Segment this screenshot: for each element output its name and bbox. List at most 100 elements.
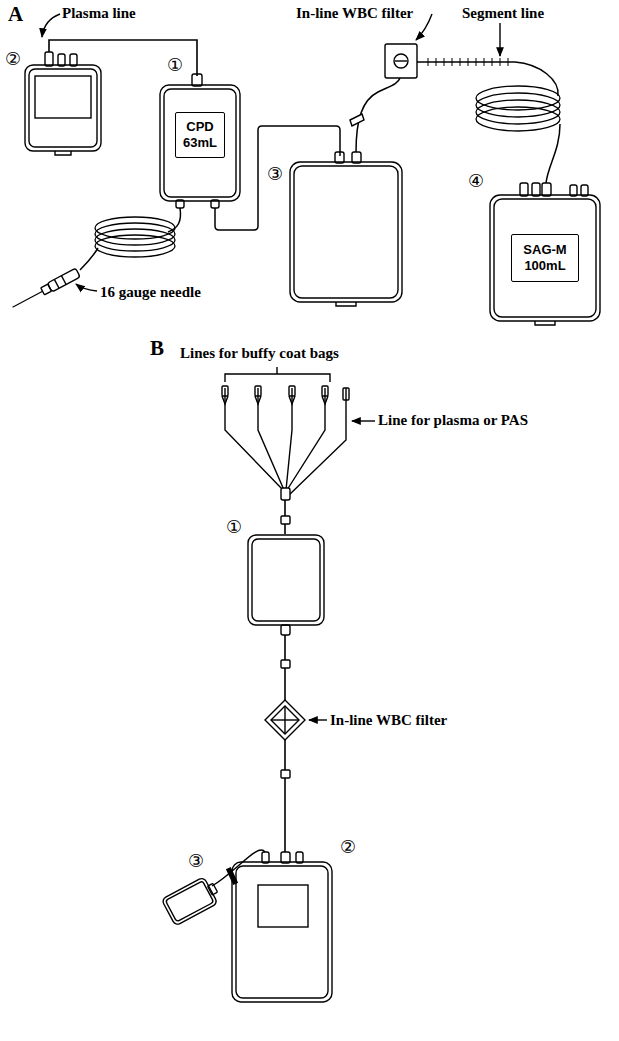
segment-tick — [444, 58, 445, 66]
filter-tube — [284, 740, 286, 852]
plasma-bag — [35, 76, 91, 118]
callout-number: ④ — [468, 170, 484, 192]
donor-tube — [80, 248, 98, 270]
plasma-bag — [58, 54, 65, 66]
part-label: Segment line — [462, 4, 544, 22]
additive-bag — [581, 185, 588, 196]
segment-tube — [546, 124, 560, 183]
sample-pouch — [208, 883, 218, 895]
segment-tick — [492, 58, 493, 66]
coil-loop — [476, 107, 560, 131]
callout-number: ① — [167, 54, 183, 76]
buffy-coat-lines — [258, 388, 284, 490]
plasma-bag — [55, 151, 71, 155]
needle — [61, 276, 66, 285]
plasma-tube — [49, 40, 197, 76]
buffy-coat-lines — [222, 386, 349, 534]
clamp — [350, 114, 364, 126]
additive-bag — [570, 185, 577, 196]
wbc-filter — [385, 44, 417, 78]
segment-tick — [476, 58, 477, 66]
buffy-coat-lines — [281, 488, 290, 500]
wbc-filter — [395, 60, 407, 61]
collection-bag — [160, 85, 240, 201]
storage-bag — [281, 852, 290, 863]
segment-tick — [500, 58, 501, 66]
plasma-bag — [45, 52, 53, 66]
transfer-tube — [215, 126, 340, 230]
wbc-filter — [265, 700, 305, 740]
buffy-coat-lines — [222, 386, 228, 396]
sample-pouch — [161, 874, 222, 925]
needle — [54, 279, 59, 288]
pooling-bag — [252, 539, 320, 621]
transfer-bag — [352, 152, 361, 163]
buffy-coat-lines — [222, 396, 328, 404]
buffy-coat-lines — [343, 388, 349, 400]
wbc-filter — [284, 706, 285, 734]
panel-letter: B — [150, 336, 164, 360]
part-label: 16 gauge needle — [100, 283, 201, 301]
buffy-coat-lines — [289, 388, 346, 495]
part-label: Plasma line — [62, 4, 136, 22]
pooling-bag — [281, 625, 290, 635]
clamp — [281, 770, 290, 778]
segment-tick — [484, 58, 485, 66]
additive-bag — [542, 183, 551, 196]
bag-label-box: CPD 63mL — [175, 112, 225, 158]
collection-bag — [164, 89, 236, 197]
callout-number: ③ — [267, 163, 283, 185]
segment-tick — [508, 58, 509, 66]
collection-bag — [160, 74, 240, 208]
segment-tick — [428, 58, 429, 66]
coil-loop — [95, 229, 175, 251]
part-label: In-line WBC filter — [330, 711, 447, 729]
bag-label-box: SAG-M 100mL — [511, 234, 579, 282]
plasma-bag — [70, 54, 77, 66]
panel-letter: A — [8, 2, 23, 26]
segment-tick — [452, 58, 453, 66]
wbc-filter — [394, 54, 408, 68]
additive-bag — [494, 199, 596, 317]
sample-pouch — [161, 877, 217, 926]
plasma-bag — [25, 52, 101, 155]
needle — [41, 284, 52, 295]
part-label: Lines for buffy coat bags — [180, 344, 339, 362]
storage-bag — [296, 852, 303, 863]
buffy-coat-lines — [255, 386, 261, 396]
storage-bag — [232, 862, 332, 1002]
tube-coil — [476, 86, 560, 131]
additive-bag — [535, 321, 555, 325]
tube-coil — [95, 217, 175, 257]
callout-number: ② — [340, 836, 356, 858]
coil-loop — [95, 223, 175, 245]
clamp — [227, 868, 237, 884]
sample-tube — [212, 850, 265, 886]
transfer-bag — [336, 302, 356, 306]
storage-bag — [232, 852, 332, 1002]
pooling-bag — [248, 535, 324, 635]
wbc-filter — [385, 44, 417, 78]
storage-bag — [258, 885, 308, 927]
leader-arrow — [352, 420, 375, 421]
bag-label-text: CPD 63mL — [179, 119, 221, 151]
clamp — [281, 660, 290, 668]
transfer-bag — [290, 152, 402, 306]
leader-arrow — [416, 14, 432, 40]
bag-label-text: SAG-M 100mL — [515, 242, 575, 274]
coil-loop — [95, 217, 175, 239]
additive-bag — [490, 183, 600, 325]
transfer-bag — [290, 162, 402, 302]
leader-arrow — [76, 284, 97, 291]
needle — [10, 268, 80, 312]
transfer-bag — [335, 152, 344, 163]
buffy-coat-lines — [225, 388, 283, 490]
collection-bag — [192, 74, 202, 86]
transfer-bag — [294, 166, 398, 298]
storage-bag — [236, 866, 328, 998]
sample-pouch — [165, 881, 213, 922]
leader-arrow — [42, 14, 60, 37]
buffy-coat-lines — [322, 386, 328, 396]
wbc-filter — [271, 706, 299, 734]
coil-loop — [476, 100, 560, 124]
